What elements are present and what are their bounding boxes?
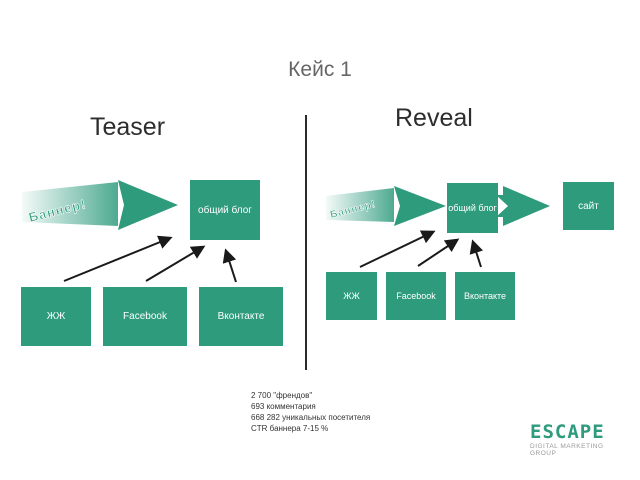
reveal-site-box: сайт	[563, 182, 614, 230]
slide-title: Кейс 1	[288, 58, 352, 81]
reveal-title: Reveal	[395, 104, 473, 132]
logo-sub-2: GROUP	[530, 450, 557, 457]
logo-wordmark: ESCAPE	[530, 421, 605, 443]
blog-to-site-arrow	[496, 186, 550, 226]
reveal-source-vk: Вконтакте	[455, 272, 515, 320]
teaser-arrow-vk	[222, 248, 237, 283]
stat-visitors: 668 282 уникальных посетителя	[251, 413, 371, 422]
teaser-source-facebook: Facebook	[103, 287, 187, 346]
stat-comments: 693 комментария	[251, 402, 316, 411]
reveal-source-lj: ЖЖ	[326, 272, 377, 320]
teaser-arrow-lj	[63, 235, 173, 282]
reveal-blog-box: общий блог	[447, 183, 498, 233]
teaser-arrow-facebook	[145, 245, 206, 282]
reveal-arrow-lj	[359, 230, 436, 268]
stat-friends: 2 700 "френдов"	[251, 391, 313, 400]
teaser-source-lj: ЖЖ	[21, 287, 91, 346]
stats-block: 2 700 "френдов" 693 комментария 668 282 …	[251, 390, 370, 434]
logo-sub-1: DIGITAL MARKETING	[530, 443, 604, 450]
teaser-banner-arrow: Баннер!	[22, 180, 178, 230]
reveal-arrow-facebook	[417, 238, 460, 267]
stat-ctr: CTR баннера 7-15 %	[251, 424, 329, 433]
teaser-title: Teaser	[90, 113, 166, 141]
teaser-source-vk: Вконтакте	[199, 287, 283, 346]
escape-logo: ESCAPE DIGITAL MARKETING GROUP	[530, 421, 605, 457]
reveal-banner-arrow: Баннер!	[326, 186, 446, 226]
reveal-arrow-vk	[469, 239, 484, 268]
reveal-source-facebook: Facebook	[386, 272, 446, 320]
teaser-blog-box: общий блог	[190, 180, 260, 240]
section-divider	[305, 115, 307, 370]
